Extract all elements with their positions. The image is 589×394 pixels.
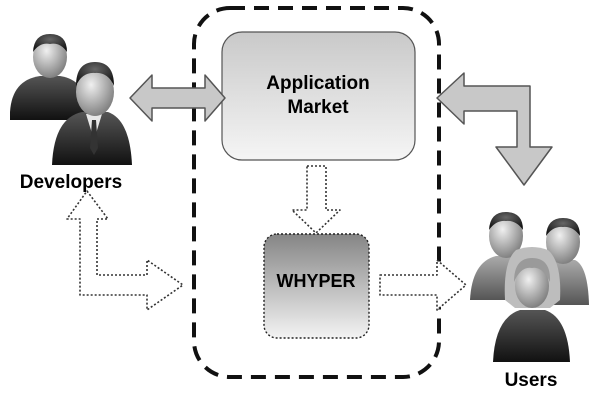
market-to-whyper-dotted-arrow bbox=[291, 165, 341, 234]
developer-group-icon bbox=[10, 34, 132, 165]
users-label: Users bbox=[505, 370, 558, 391]
user-group-icon bbox=[470, 212, 589, 362]
whyper-node: WHYPER bbox=[263, 233, 370, 339]
developers-market-double-arrow bbox=[129, 74, 226, 122]
application-market-label-line1: Application bbox=[266, 73, 369, 94]
whyper-to-users-dotted-arrow bbox=[379, 259, 467, 311]
container-boundary bbox=[192, 6, 441, 379]
whyper-label: WHYPER bbox=[276, 271, 355, 291]
developers-label: Developers bbox=[20, 172, 122, 193]
application-market-label-line2: Market bbox=[287, 97, 349, 118]
developers-to-whyper-dotted-elbow-arrow bbox=[66, 190, 184, 311]
application-market-node: Application Market bbox=[221, 31, 416, 161]
market-users-elbow-arrow bbox=[436, 72, 553, 186]
